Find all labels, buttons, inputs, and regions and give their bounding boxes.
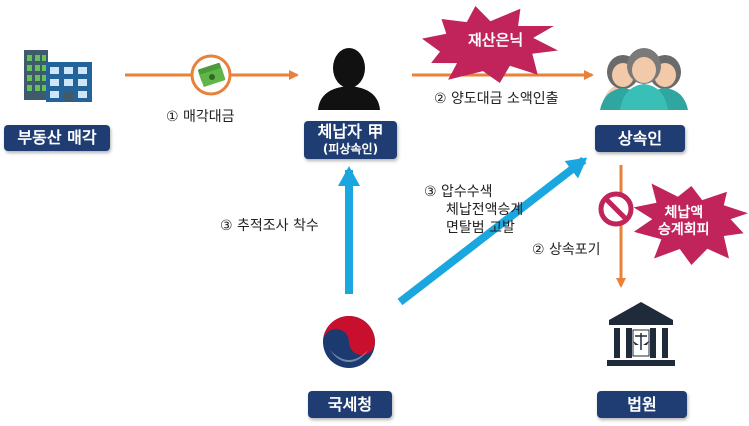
seize-line-2: 체납전액승계 xyxy=(446,202,524,218)
heirs-group-icon xyxy=(600,48,688,110)
court-label: 법원 xyxy=(597,391,687,418)
nts-label: 국세청 xyxy=(308,391,392,418)
person-icon xyxy=(318,48,380,110)
track-label: ③ 추적조사 착수 xyxy=(220,218,319,234)
delinquent-sublabel: (피상속인) xyxy=(322,142,379,156)
nts-logo-icon xyxy=(323,316,375,368)
evade-text: 체납액 승계회피 xyxy=(658,205,710,239)
arrow-seize xyxy=(397,156,588,306)
money-icon xyxy=(190,54,232,96)
seize-line-3: 면탈범 고발 xyxy=(446,220,515,236)
court-icon xyxy=(607,302,675,366)
delinquent-label: 체납자 甲 (피상속인) xyxy=(304,121,397,159)
seize-label: ③ 압수수색 체납전액승계 면탈범 고발 xyxy=(424,183,523,237)
building-icon xyxy=(24,50,92,102)
heirs-label: 상속인 xyxy=(595,125,685,152)
sale-proceeds-label: ① 매각대금 xyxy=(166,109,235,125)
evade-line-2: 승계회피 xyxy=(658,222,710,238)
prohibited-icon xyxy=(598,191,634,227)
hide-assets-burst xyxy=(422,6,558,83)
evade-line-1: 체납액 xyxy=(664,205,704,221)
seize-line-1: ③ 압수수색 xyxy=(424,184,493,200)
renounce-label: ② 상속포기 xyxy=(532,242,601,258)
hide-assets-text: 재산은닉 xyxy=(468,31,524,49)
evade-burst xyxy=(633,183,748,265)
real-estate-label: 부동산 매각 xyxy=(4,125,110,151)
transfer-withdraw-label: ② 양도대금 소액인출 xyxy=(434,91,559,107)
